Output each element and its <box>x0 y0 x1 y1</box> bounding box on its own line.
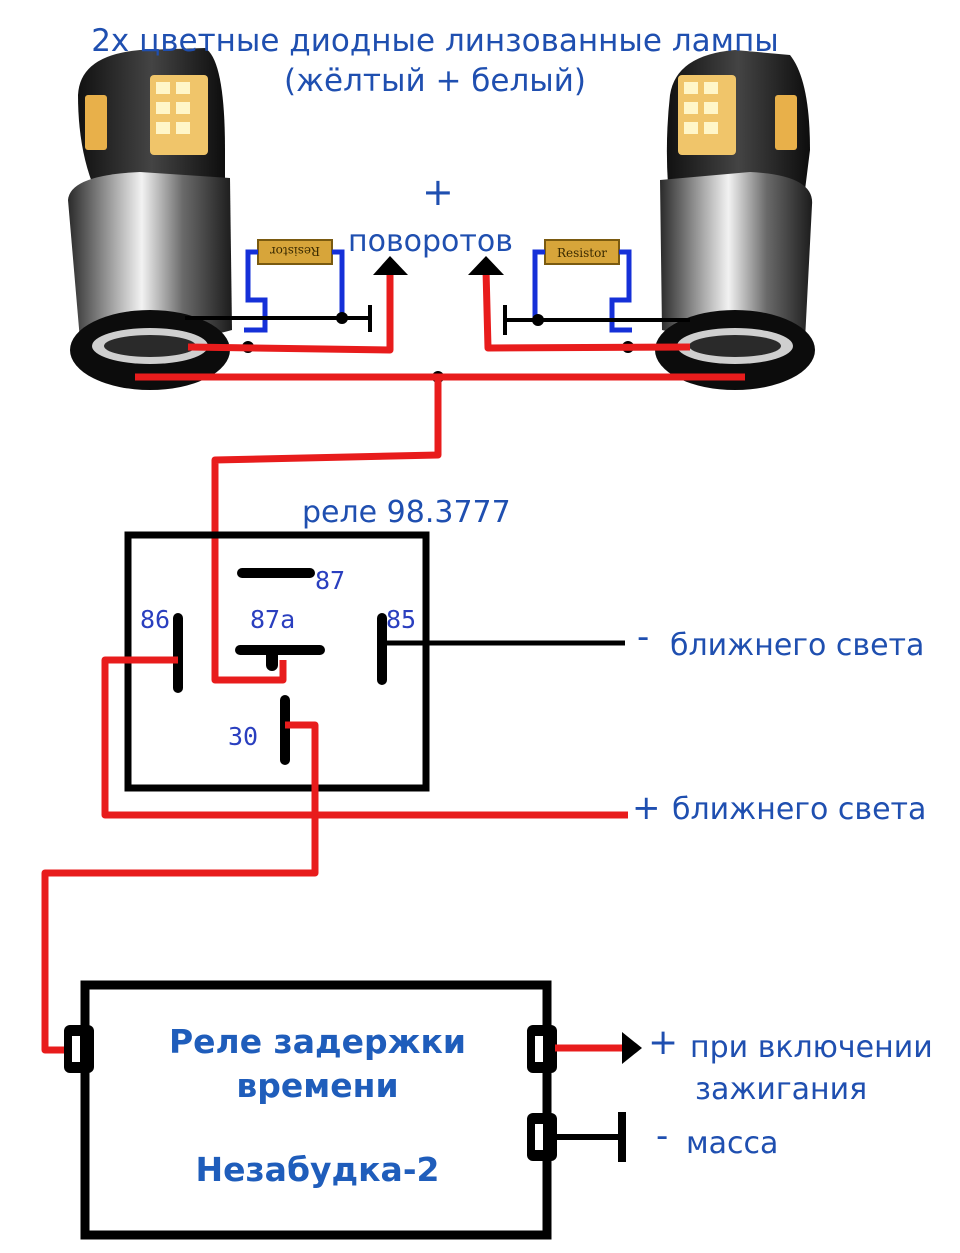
delay-relay-title-line1: Реле задержки <box>168 1022 467 1061</box>
arrow-up-icon <box>468 256 504 275</box>
low-beam-plus-sign: + <box>632 788 661 828</box>
turn-signal-label: поворотов <box>348 224 513 259</box>
ignition-label-line1: при включении <box>690 1030 933 1065</box>
title-line-1: 2х цветные диодные линзованные лампы <box>91 23 779 59</box>
junction-dot <box>532 314 544 326</box>
arrow-up-icon <box>373 256 408 275</box>
pin-87-label: 87 <box>315 566 346 595</box>
left-led-lamp <box>68 48 232 390</box>
relay-contacts <box>173 568 387 765</box>
relay-title: реле 98.3777 <box>302 495 511 530</box>
pin30-wire <box>41 721 319 1054</box>
low-beam-minus-label: ближнего света <box>670 628 925 663</box>
lamp-common-wire <box>135 373 745 684</box>
ignition-plus-sign: + <box>648 1022 679 1063</box>
ground-label: масса <box>686 1126 779 1161</box>
resistor-leads <box>244 249 632 333</box>
left-resistor-text: Resistor <box>270 244 320 258</box>
delay-relay-model: Незабудка-2 <box>195 1150 440 1189</box>
ground-minus-sign: - <box>656 1116 669 1156</box>
low-beam-plus-wire <box>101 656 628 819</box>
turn-signal-plus: + <box>422 170 454 214</box>
ignition-label-line2: зажигания <box>695 1072 868 1107</box>
delay-relay-body <box>80 980 552 1240</box>
pin-30-label: 30 <box>228 722 259 751</box>
delay-relay-title-line2: времени <box>236 1066 399 1105</box>
arrow-right-icon <box>622 1032 642 1064</box>
low-beam-plus-label: ближнего света <box>672 792 927 827</box>
junction-dot <box>336 312 348 324</box>
pin-87a-label: 87a <box>250 605 296 634</box>
title-line-2: (жёлтый + белый) <box>284 63 586 99</box>
low-beam-minus-sign: - <box>637 617 650 657</box>
pin-85-label: 85 <box>386 605 417 634</box>
right-led-lamp <box>655 50 815 390</box>
turn-signal-wires <box>187 269 691 354</box>
pin-86-label: 86 <box>140 605 171 634</box>
right-resistor: Resistor <box>544 239 620 265</box>
right-resistor-text: Resistor <box>557 246 607 260</box>
left-resistor: Resistor <box>257 239 333 265</box>
